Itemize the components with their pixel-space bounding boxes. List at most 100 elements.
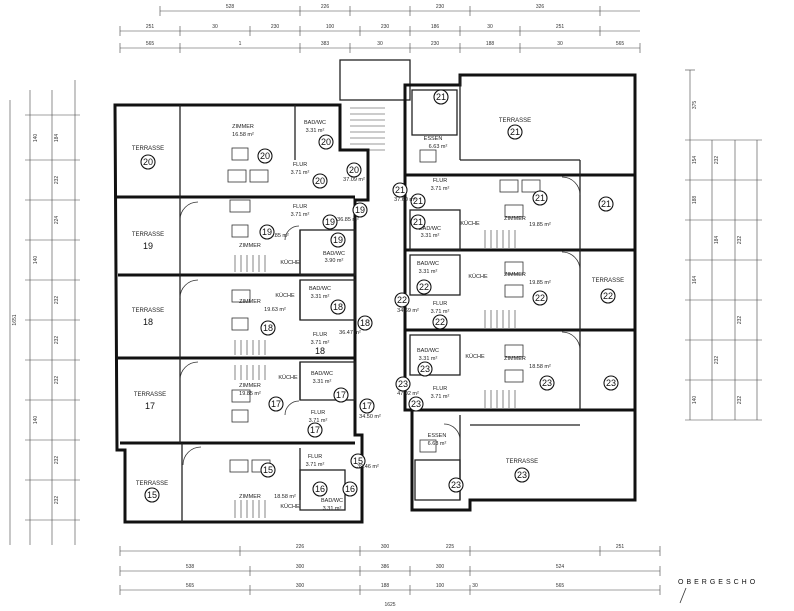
svg-text:30: 30 (377, 41, 383, 47)
svg-text:FLUR: FLUR (293, 204, 307, 210)
svg-text:3.71 m²: 3.71 m² (291, 170, 310, 176)
svg-text:1625: 1625 (384, 602, 395, 608)
entry-marker-22 (394, 292, 410, 308)
hall-marker-17 (307, 422, 323, 438)
svg-text:30: 30 (212, 24, 218, 30)
svg-text:232: 232 (54, 296, 60, 305)
svg-text:FLUR: FLUR (308, 454, 322, 460)
bath-marker-18 (330, 299, 346, 315)
bath-marker-22 (416, 279, 432, 295)
svg-text:ZIMMER: ZIMMER (504, 216, 526, 222)
svg-text:224: 224 (54, 216, 60, 225)
unit-marker-18 (260, 320, 276, 336)
svg-text:18.58 m²: 18.58 m² (529, 364, 551, 370)
svg-text:19: 19 (262, 227, 272, 237)
svg-text:BAD/WC: BAD/WC (417, 261, 439, 267)
svg-text:3.31 m²: 3.31 m² (421, 233, 440, 239)
svg-text:538: 538 (186, 564, 195, 570)
svg-text:300: 300 (381, 544, 390, 550)
svg-text:20: 20 (321, 137, 331, 147)
svg-text:TERRASSE: TERRASSE (506, 459, 538, 465)
bath-marker-23 (417, 361, 433, 377)
terrace-marker-23b (603, 375, 619, 391)
bath-marker-16 (342, 481, 358, 497)
svg-text:KÜCHE: KÜCHE (465, 353, 485, 360)
svg-text:16: 16 (315, 484, 325, 494)
svg-text:19.85 m²: 19.85 m² (267, 233, 289, 239)
svg-text:22: 22 (397, 295, 407, 305)
svg-text:21: 21 (601, 199, 611, 209)
svg-text:251: 251 (146, 24, 155, 30)
svg-text:21: 21 (510, 127, 520, 137)
svg-text:20: 20 (349, 165, 359, 175)
svg-text:15: 15 (353, 456, 363, 466)
svg-text:23: 23 (411, 399, 421, 409)
svg-text:19: 19 (355, 205, 365, 215)
unit-marker-15 (260, 462, 276, 478)
svg-text:37.60 m²: 37.60 m² (394, 197, 416, 203)
bath-marker-17 (333, 387, 349, 403)
svg-text:ESSEN: ESSEN (424, 136, 443, 142)
svg-text:21: 21 (413, 196, 423, 206)
svg-text:22: 22 (603, 291, 613, 301)
svg-text:251: 251 (556, 24, 565, 30)
svg-text:565: 565 (556, 583, 565, 589)
svg-text:3.31 m²: 3.31 m² (323, 506, 342, 512)
svg-text:18: 18 (315, 346, 325, 356)
svg-text:164: 164 (692, 276, 698, 285)
entry-marker-15 (350, 453, 366, 469)
entry-marker-19 (352, 202, 368, 218)
svg-text:BAD/WC: BAD/WC (417, 348, 439, 354)
svg-text:16: 16 (345, 484, 355, 494)
svg-text:34.50 m²: 34.50 m² (359, 414, 381, 420)
svg-text:TERRASSE: TERRASSE (592, 278, 624, 284)
svg-text:19.85 m²: 19.85 m² (529, 280, 551, 286)
svg-text:230: 230 (436, 4, 445, 10)
unit-marker-22 (532, 290, 548, 306)
left-wing (113, 103, 370, 524)
svg-text:37.09 m²: 37.09 m² (343, 177, 365, 183)
svg-text:BAD/WC: BAD/WC (309, 286, 331, 292)
svg-text:3.71 m²: 3.71 m² (431, 309, 450, 315)
svg-text:20: 20 (260, 151, 270, 161)
svg-text:TERRASSE: TERRASSE (136, 481, 168, 487)
svg-text:3.71 m²: 3.71 m² (291, 212, 310, 218)
svg-text:47.02 m²: 47.02 m² (397, 391, 419, 397)
unit-marker-20 (257, 148, 273, 164)
svg-text:375: 375 (692, 101, 698, 110)
svg-text:225: 225 (446, 544, 455, 550)
svg-text:18.58 m²: 18.58 m² (274, 494, 296, 500)
svg-text:ZIMMER: ZIMMER (239, 243, 261, 249)
svg-text:KÜCHE: KÜCHE (275, 292, 295, 299)
svg-text:17: 17 (145, 401, 155, 411)
svg-text:21: 21 (535, 193, 545, 203)
svg-text:30: 30 (487, 24, 493, 30)
svg-text:FLUR: FLUR (313, 332, 327, 338)
unit-22-labels: TERRASSE 22 ZIMMER 19.85 m² 22 KÜCHE BAD… (394, 261, 624, 330)
svg-text:17: 17 (310, 425, 320, 435)
dining-marker-21 (433, 89, 449, 105)
svg-text:230: 230 (431, 41, 440, 47)
svg-text:FLUR: FLUR (433, 178, 447, 184)
bath-marker-21 (410, 214, 426, 230)
svg-text:3.31 m²: 3.31 m² (311, 294, 330, 300)
svg-text:232: 232 (54, 376, 60, 385)
hall-marker-16 (312, 481, 328, 497)
svg-text:232: 232 (54, 176, 60, 185)
svg-text:140: 140 (33, 416, 39, 425)
svg-text:18: 18 (333, 302, 343, 312)
svg-text:565: 565 (616, 41, 625, 47)
svg-text:36.85 m²: 36.85 m² (337, 217, 359, 223)
svg-text:TERRASSE: TERRASSE (132, 232, 164, 238)
terrace-marker-21b (598, 196, 614, 212)
entry-marker-20 (346, 162, 362, 178)
svg-text:186: 186 (431, 24, 440, 30)
sheet-title: OBERGESCHO (678, 579, 758, 586)
svg-text:232: 232 (714, 156, 720, 165)
entry-marker-23 (395, 376, 411, 392)
svg-text:KÜCHE: KÜCHE (468, 273, 488, 280)
svg-text:19.63 m²: 19.63 m² (264, 307, 286, 313)
svg-text:23: 23 (542, 378, 552, 388)
svg-text:23: 23 (606, 378, 616, 388)
